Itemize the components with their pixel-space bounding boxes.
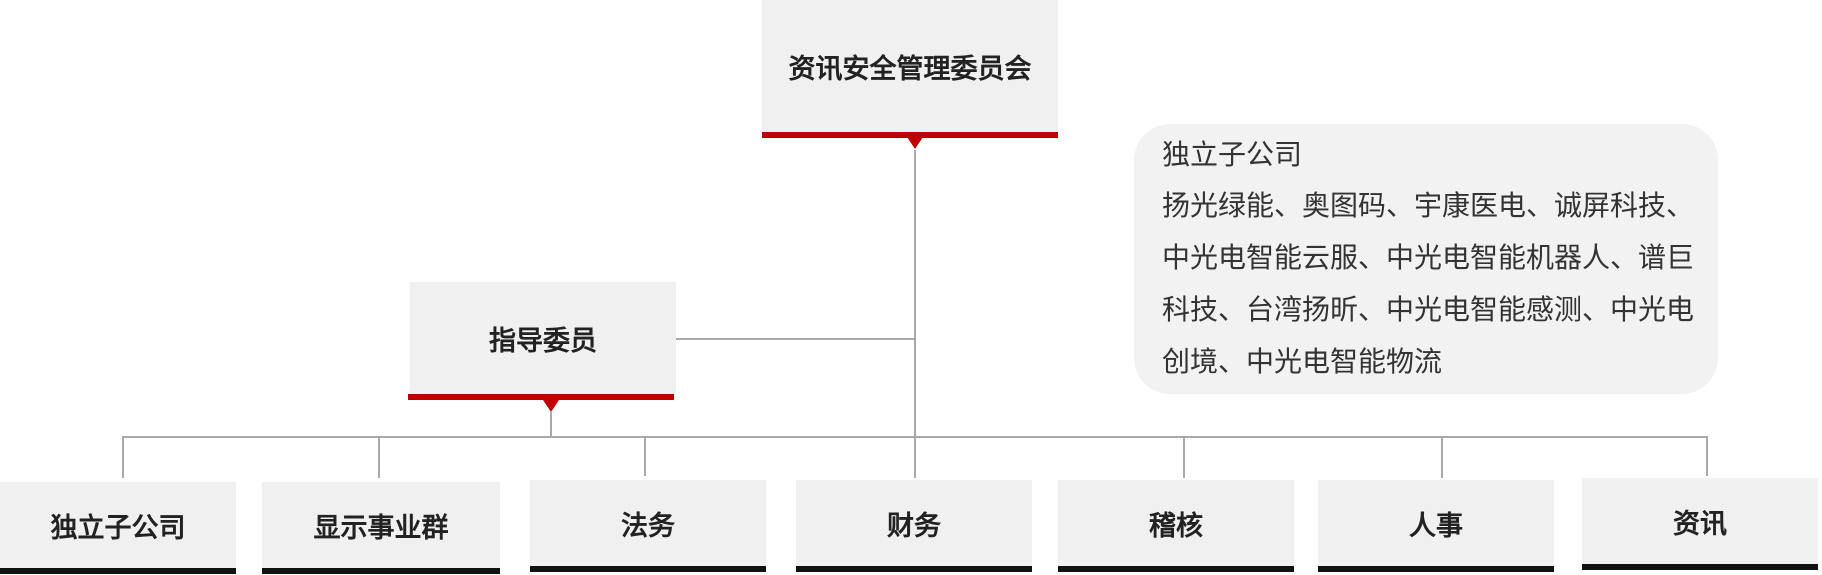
guidance-red-bar	[408, 394, 674, 400]
department-bar	[1058, 566, 1294, 572]
department-bar	[0, 568, 236, 574]
department-box-hr: 人事	[1318, 480, 1554, 566]
department-label: 法务	[621, 510, 675, 542]
department-label: 显示事业群	[313, 512, 449, 544]
department-box-audit: 稽核	[1058, 480, 1294, 566]
department-bar	[1318, 566, 1554, 572]
guidance-arrow	[543, 400, 559, 412]
top-committee-red-bar	[762, 132, 1058, 138]
department-box-it: 资讯	[1582, 478, 1818, 564]
department-label: 稽核	[1149, 510, 1203, 542]
connector-drop-1	[122, 436, 124, 478]
subsidiaries-note: 独立子公司 扬光绿能、奥图码、宇康医电、诚屏科技、中光电智能云服、中光电智能机器…	[1134, 124, 1718, 394]
department-box-display-bg: 显示事业群	[262, 482, 500, 568]
subsidiaries-note-title: 独立子公司	[1162, 138, 1303, 171]
guidance-box: 指导委员	[410, 282, 676, 394]
connector-top-vertical	[914, 150, 916, 478]
top-committee-arrow	[907, 137, 923, 149]
department-bar	[1582, 564, 1818, 570]
top-committee-box: 资讯安全管理委员会	[762, 0, 1058, 132]
connector-drop-7	[1706, 436, 1708, 476]
connector-guidance-horizontal	[676, 338, 916, 340]
top-committee-label: 资讯安全管理委员会	[788, 53, 1032, 85]
guidance-label: 指导委员	[489, 325, 597, 357]
department-label: 资讯	[1673, 508, 1727, 540]
department-label: 财务	[887, 510, 941, 542]
subsidiaries-note-body: 扬光绿能、奥图码、宇康医电、诚屏科技、中光电智能云服、中光电智能机器人、谱巨科技…	[1162, 189, 1695, 378]
department-box-subsidiaries: 独立子公司	[0, 482, 236, 568]
connector-drop-2	[378, 436, 380, 478]
department-bar	[530, 566, 766, 572]
connector-drop-5	[1183, 436, 1185, 478]
department-bar	[796, 566, 1032, 572]
department-label: 独立子公司	[50, 512, 186, 544]
department-bar	[262, 568, 500, 574]
connector-drop-3	[644, 436, 646, 476]
connector-guidance-vertical	[550, 412, 552, 436]
connector-drop-6	[1441, 436, 1443, 478]
department-box-legal: 法务	[530, 480, 766, 566]
department-box-finance: 财务	[796, 480, 1032, 566]
connector-horizontal-bus	[122, 436, 1708, 438]
department-label: 人事	[1409, 510, 1463, 542]
